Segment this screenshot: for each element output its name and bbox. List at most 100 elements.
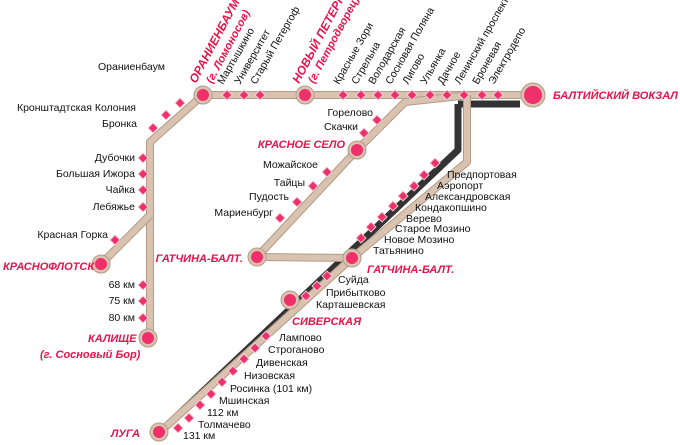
station-marker[interactable]	[373, 90, 383, 100]
hub-label-gatchina_east: ГАТЧИНА-БАЛТ.	[367, 264, 454, 276]
station-label: Низовская	[244, 370, 295, 382]
station-label: Дубочки	[95, 152, 135, 164]
station-marker[interactable]	[442, 90, 452, 100]
hub-kalishche[interactable]	[142, 332, 154, 344]
station-label: Лампово	[279, 332, 322, 344]
hub-krasnoe-selo[interactable]	[351, 144, 363, 156]
station-marker[interactable]	[175, 98, 185, 108]
track-oranienbaum	[147, 92, 533, 340]
station-marker[interactable]	[184, 413, 194, 423]
station-marker[interactable]	[301, 291, 311, 301]
station-marker[interactable]	[261, 331, 271, 341]
station-marker[interactable]	[138, 169, 148, 179]
station-label: 75 км	[109, 295, 135, 307]
station-marker[interactable]	[255, 90, 265, 100]
station-marker[interactable]	[148, 123, 158, 133]
station-label: Росинка (101 км)	[230, 383, 312, 395]
station-marker[interactable]	[138, 313, 148, 323]
station-label: Новое Мозино	[384, 234, 455, 246]
station-marker[interactable]	[430, 158, 440, 168]
station-marker[interactable]	[239, 90, 249, 100]
station-marker[interactable]	[322, 167, 332, 177]
station-marker[interactable]	[173, 423, 183, 433]
station-marker[interactable]	[366, 222, 376, 232]
station-marker[interactable]	[338, 90, 348, 100]
station-marker[interactable]	[138, 296, 148, 306]
station-marker[interactable]	[398, 191, 408, 201]
hub-label-luga: ЛУГА	[110, 428, 140, 440]
station-marker[interactable]	[195, 400, 205, 410]
station-label: Верево	[406, 213, 442, 225]
station-marker[interactable]	[138, 280, 148, 290]
station-label: Предпортовая	[447, 169, 517, 181]
station-label: Прибытково	[326, 287, 386, 299]
hub-label-krasnoflotsk: КРАСНОФЛОТСК	[3, 261, 95, 273]
station-marker[interactable]	[409, 181, 419, 191]
station-marker[interactable]	[275, 213, 285, 223]
station-marker[interactable]	[110, 235, 120, 245]
station-label: Старое Мозино	[395, 223, 471, 235]
station-marker[interactable]	[322, 271, 332, 281]
hub-peterhof[interactable]	[299, 89, 311, 101]
station-label: Мариенбург	[214, 207, 273, 219]
track-krasnoflotsk	[98, 212, 153, 267]
station-label: Большая Ижора	[56, 168, 135, 180]
station-marker[interactable]	[419, 170, 429, 180]
station-marker[interactable]	[459, 90, 469, 100]
station-marker[interactable]	[356, 233, 366, 243]
station-label: Красная Горка	[37, 229, 108, 241]
station-label: Скачки	[324, 121, 358, 133]
station-label: Александровская	[425, 191, 510, 203]
hub-baltic[interactable]	[524, 86, 542, 104]
hub-gatchina-east[interactable]	[346, 252, 358, 264]
hub-oranienbaum[interactable]	[197, 89, 209, 101]
station-marker[interactable]	[308, 181, 318, 191]
hub-label-krasnoe_selo: КРАСНОЕ СЕЛО	[258, 139, 346, 151]
station-marker[interactable]	[388, 201, 398, 211]
station-label: Мшинская	[219, 395, 269, 407]
station-label: Кондакопшино	[415, 202, 487, 214]
station-marker[interactable]	[425, 90, 435, 100]
station-label: Чайка	[106, 184, 136, 196]
station-marker[interactable]	[292, 197, 302, 207]
station-marker[interactable]	[228, 366, 238, 376]
station-marker[interactable]	[372, 115, 382, 125]
station-marker[interactable]	[312, 281, 322, 291]
hub-krasnoflotsk[interactable]	[95, 258, 107, 270]
hub-luga[interactable]	[153, 426, 165, 438]
station-marker[interactable]	[250, 343, 260, 353]
station-marker[interactable]	[356, 90, 366, 100]
station-label: Пудость	[249, 191, 289, 203]
station-marker[interactable]	[407, 90, 417, 100]
station-label: Карташевская	[316, 299, 385, 311]
station-label: Бронка	[102, 118, 137, 130]
station-label: 80 км	[109, 312, 135, 324]
station-marker[interactable]	[493, 90, 503, 100]
hub-gatchina-west[interactable]	[251, 251, 263, 263]
hub-siverskaya[interactable]	[284, 294, 296, 306]
station-label: Дивенская	[256, 357, 308, 369]
station-marker[interactable]	[390, 90, 400, 100]
station-marker[interactable]	[477, 90, 487, 100]
station-marker[interactable]	[161, 110, 171, 120]
hub-label-kalishche: КАЛИЩЕ	[88, 333, 137, 345]
station-label: Аэропорт	[437, 180, 483, 192]
hub-label-gatchina_west: ГАТЧИНА-БАЛТ.	[156, 253, 243, 265]
station-marker[interactable]	[206, 389, 216, 399]
station-label: Лебяжье	[93, 201, 136, 213]
station-marker[interactable]	[138, 185, 148, 195]
station-label: 131 км	[183, 430, 215, 442]
station-marker[interactable]	[359, 128, 369, 138]
station-marker[interactable]	[377, 212, 387, 222]
station-marker[interactable]	[222, 90, 232, 100]
station-marker[interactable]	[239, 354, 249, 364]
station-label: Можайское	[263, 159, 318, 171]
station-marker[interactable]	[138, 153, 148, 163]
hub-label-siverskaya: СИВЕРСКАЯ	[292, 316, 362, 328]
station-marker[interactable]	[217, 377, 227, 387]
station-label: 112 км	[207, 407, 238, 419]
hub-label-baltic: БАЛТИЙСКИЙ ВОКЗАЛ	[553, 89, 678, 102]
station-marker[interactable]	[138, 202, 148, 212]
hub-label-kalishche_sub: (г. Сосновый Бор)	[40, 349, 141, 361]
